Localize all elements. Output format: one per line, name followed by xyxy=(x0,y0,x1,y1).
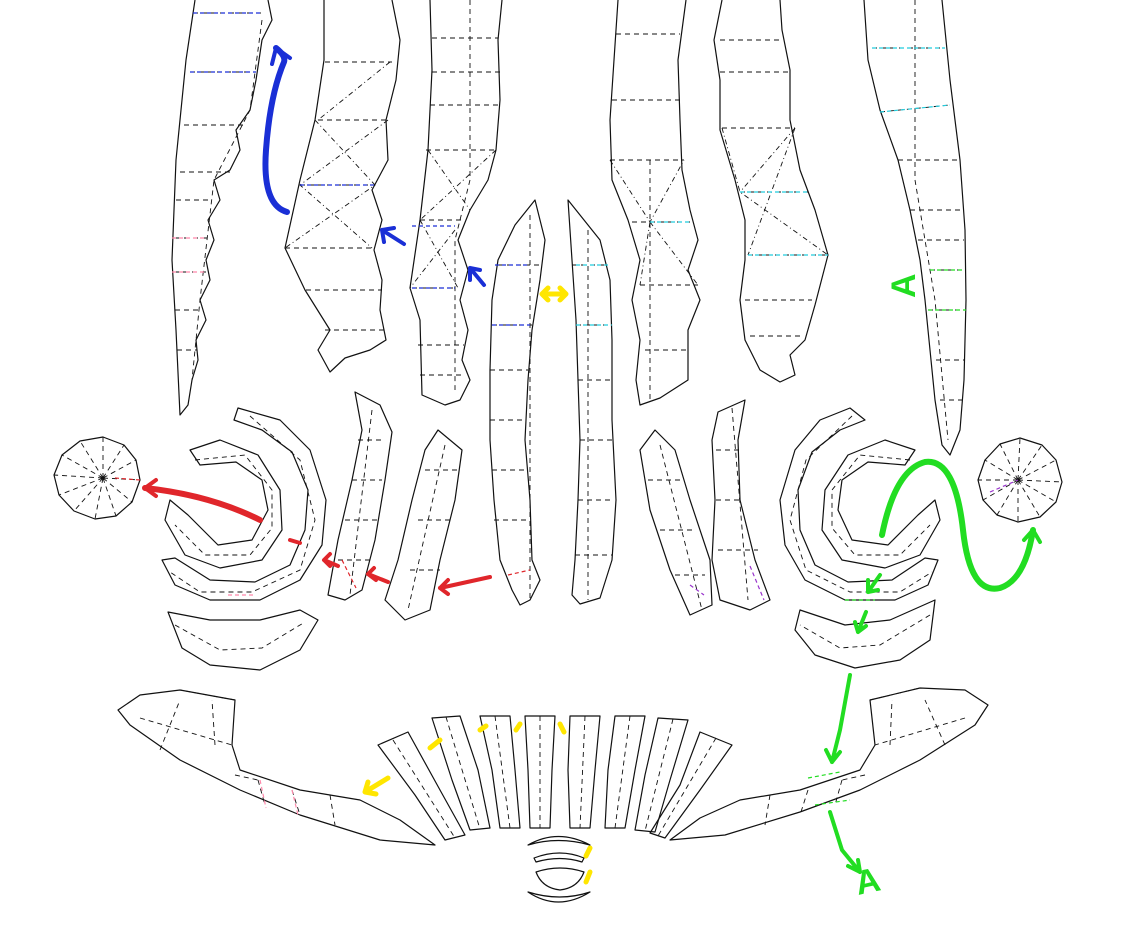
yellow-arrow-jaw xyxy=(362,775,391,797)
red-arrow-b xyxy=(438,575,492,596)
mini-strips xyxy=(327,391,771,621)
jaw-left xyxy=(117,689,436,846)
blue-arrow-small-b xyxy=(468,266,486,287)
green-arrow-b xyxy=(866,573,882,594)
yellow-double-arrow xyxy=(539,285,569,303)
red-arrow-d xyxy=(322,552,340,568)
tentacle-tip-right xyxy=(567,199,617,605)
curl-right xyxy=(779,407,941,669)
green-arrow-e xyxy=(828,810,862,874)
label-a-top: A xyxy=(885,273,923,298)
jaw-right xyxy=(669,687,989,841)
tentacle-strip-right-outer xyxy=(863,0,967,456)
tentacle-strip-right-inner-b xyxy=(609,0,701,406)
tentacle-strip-left-inner-a xyxy=(284,0,401,373)
seam-accents xyxy=(114,12,1019,816)
tentacle-strip-left-outer xyxy=(171,0,273,416)
blue-arrows xyxy=(262,45,486,287)
disc-left xyxy=(53,436,141,520)
green-arrow-d xyxy=(824,673,852,764)
blue-arrow-large xyxy=(262,45,290,215)
tentacle-tip-left xyxy=(489,199,546,606)
label-a-bottom: A xyxy=(852,861,884,903)
tentacle-strip-left-inner-b xyxy=(409,0,503,406)
red-arrow-large xyxy=(142,485,263,523)
red-arrows xyxy=(142,478,492,596)
curl-left xyxy=(161,407,327,671)
yellow-arrow-mouth-b xyxy=(583,869,593,885)
yellow-arrow-fan xyxy=(427,737,443,751)
blue-arrow-small-a xyxy=(380,226,406,246)
disc-right xyxy=(977,437,1063,523)
green-arrows xyxy=(824,458,1042,874)
green-arrow-c xyxy=(853,610,868,634)
red-arrow-e xyxy=(288,538,302,545)
tentacle-strip-right-inner-a xyxy=(713,0,829,383)
mouth-rings xyxy=(527,836,591,903)
yellow-arrows xyxy=(362,285,593,885)
yellow-arrow-mouth-a xyxy=(583,845,593,859)
green-arrow-large xyxy=(879,458,1036,592)
red-arrow-c xyxy=(366,566,390,584)
teeth-fan xyxy=(377,715,733,841)
